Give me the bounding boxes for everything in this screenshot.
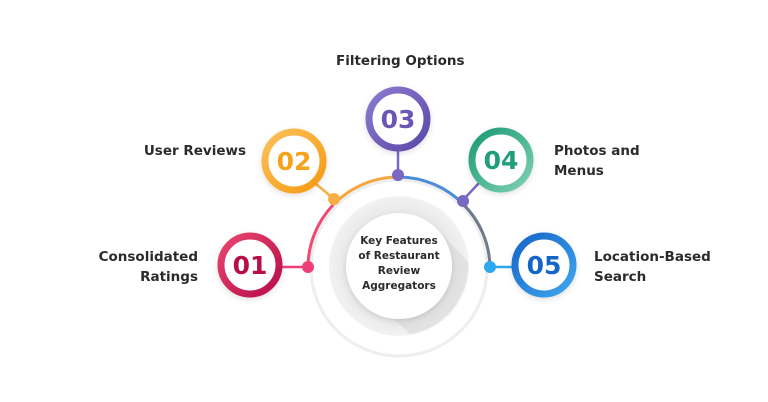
badge-number-04: 04 [484,146,519,175]
feature-label-05: Location-Based Search [594,247,711,287]
node-03 [392,169,404,181]
badge-02 [261,128,327,194]
feature-label-01: Consolidated Ratings [99,247,198,287]
center-disc [346,213,452,319]
label-line: Ratings [140,269,198,285]
label-line: Filtering Options [336,53,465,69]
badge-04 [468,127,534,193]
feature-label-03: Filtering Options [336,51,465,71]
center-title-line: Review [377,265,421,277]
feature-label-04: Photos and Menus [554,141,640,181]
label-line: Menus [554,163,604,179]
badge-03 [365,86,431,152]
badge-number-05: 05 [527,251,562,280]
center-title-line: of Restaurant [358,250,440,262]
label-line: Photos and [554,143,640,159]
label-line: Consolidated [98,249,198,265]
center-title-line: Aggregators [362,280,436,292]
center-title-line: Key Features [360,235,438,247]
label-line: Location-Based [594,249,711,265]
center-title: Key Features of Restaurant Review Aggreg… [339,234,459,294]
label-line: Search [594,269,647,285]
node-01 [302,261,314,273]
node-05 [484,261,496,273]
badge-number-03: 03 [381,105,416,134]
feature-label-02: User Reviews [144,141,246,161]
badge-number-02: 02 [277,147,312,176]
node-02 [328,193,340,205]
badge-05 [511,232,577,298]
label-line: User Reviews [143,143,246,159]
badge-number-01: 01 [233,251,268,280]
badge-01 [217,232,283,298]
node-04 [457,195,469,207]
